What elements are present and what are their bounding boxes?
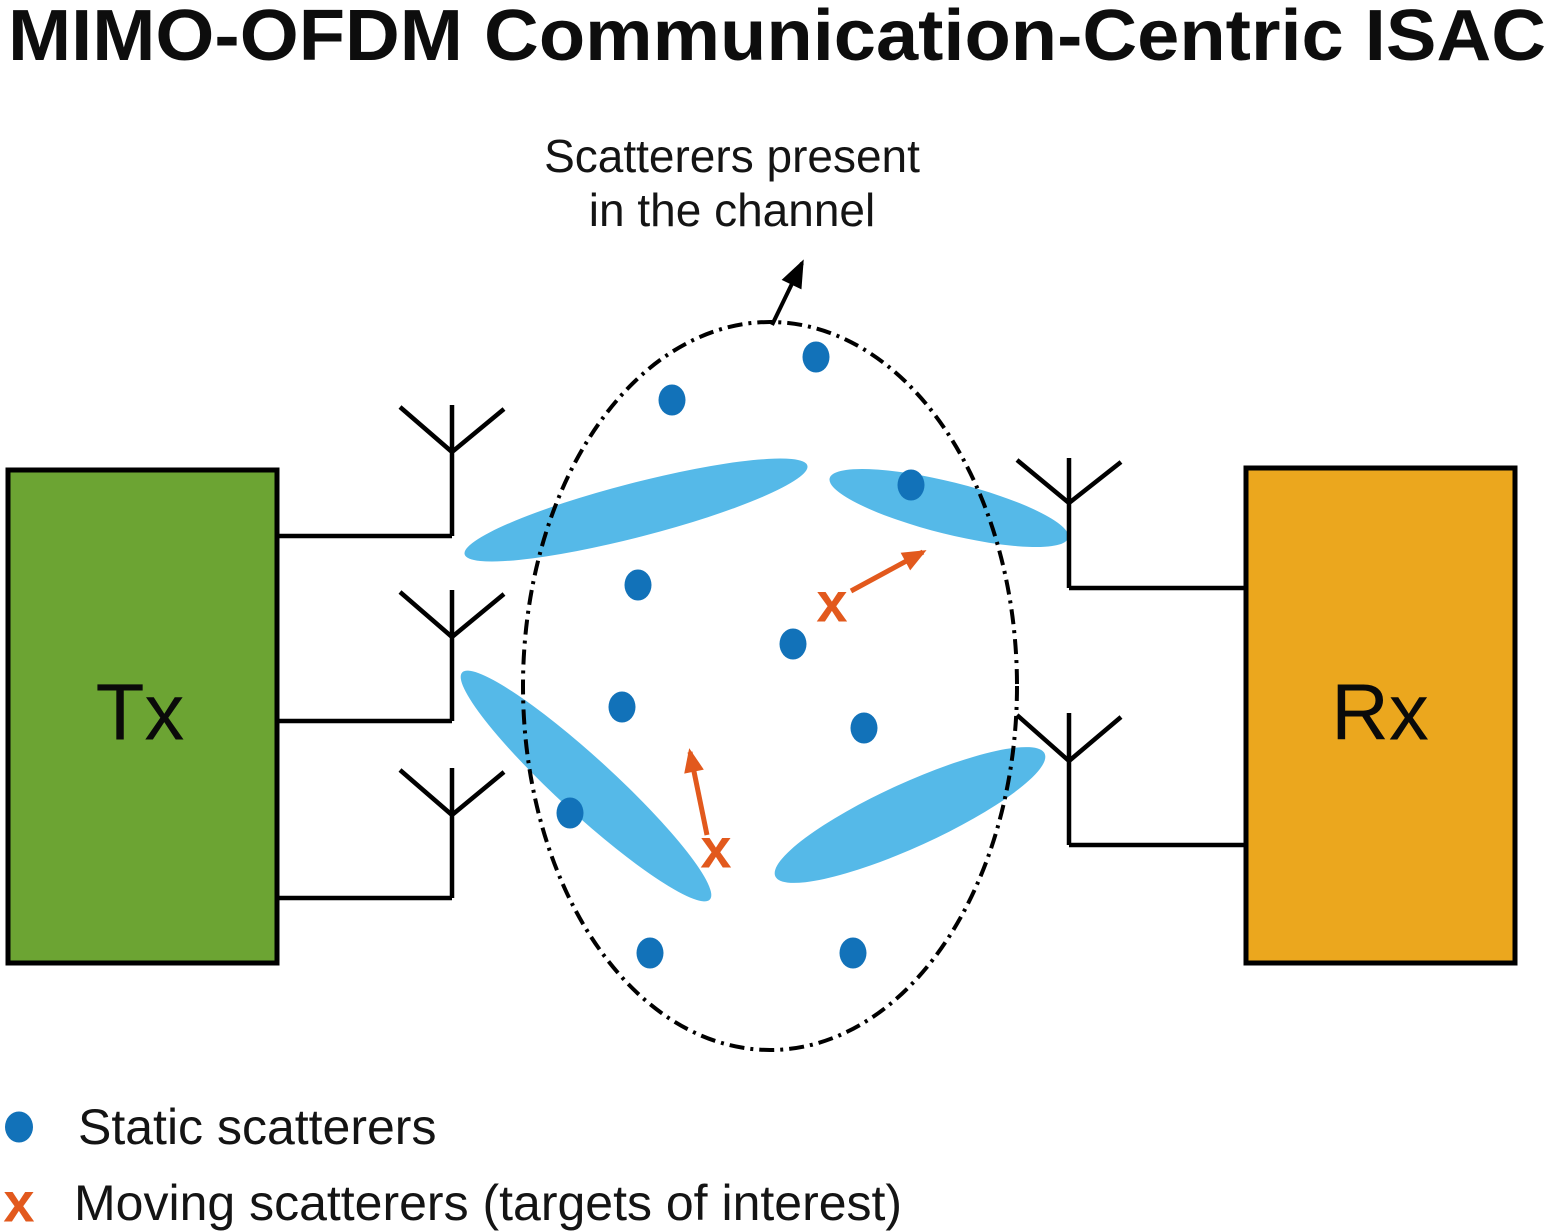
static-scatterer-dot bbox=[850, 712, 878, 744]
scatterer-cluster-ellipse bbox=[460, 670, 712, 902]
static-scatterer-dot bbox=[636, 937, 664, 969]
scatterer-cluster-ellipse bbox=[774, 747, 1046, 883]
legend-moving-x-icon: x bbox=[3, 1171, 34, 1231]
scatterer-cluster-ellipse bbox=[464, 458, 808, 562]
channel-label-arrow bbox=[770, 259, 804, 326]
rx-box-label: Rx bbox=[1331, 668, 1429, 757]
rx-block: Rx bbox=[1015, 458, 1518, 966]
static-scatterer-dot bbox=[658, 384, 686, 416]
page-title: MIMO-OFDM Communication-Centric ISAC bbox=[8, 0, 1546, 76]
static-scatterer-dot bbox=[802, 341, 830, 373]
channel-label-line2: in the channel bbox=[589, 184, 875, 236]
legend-moving-label: Moving scatterers (targets of interest) bbox=[74, 1175, 902, 1231]
channel-label-line1: Scatterers present bbox=[544, 130, 920, 182]
channel-label: Scatterers present in the channel bbox=[544, 130, 920, 236]
static-scatterer-dot bbox=[839, 937, 867, 969]
static-scatterer-layer bbox=[556, 341, 925, 969]
moving-scatterer-arrow bbox=[849, 549, 927, 594]
tx-box bbox=[5, 467, 280, 966]
channel-boundary-ellipse bbox=[521, 320, 1019, 1052]
static-scatterer-dot bbox=[608, 691, 636, 723]
moving-scatterer-layer: xx bbox=[684, 549, 927, 880]
tx-antenna-icon bbox=[277, 768, 506, 901]
rx-antenna-icon bbox=[1015, 458, 1246, 591]
rx-antenna-icon bbox=[1015, 713, 1246, 848]
channel-boundary-layer bbox=[521, 320, 1019, 1052]
static-scatterer-dot bbox=[897, 469, 925, 501]
static-scatterer-dot bbox=[779, 628, 807, 660]
tx-box-label: Tx bbox=[96, 668, 185, 757]
tx-antenna-icon bbox=[277, 590, 506, 724]
legend: Static scatterers x Moving scatterers (t… bbox=[3, 1099, 902, 1231]
static-scatterer-dot bbox=[556, 797, 584, 829]
moving-scatterer-arrow bbox=[684, 748, 710, 836]
rx-box bbox=[1243, 465, 1518, 966]
tx-antenna-icon bbox=[277, 405, 506, 539]
moving-scatterer-x-icon: x bbox=[816, 571, 847, 634]
tx-block: Tx bbox=[5, 405, 506, 966]
cluster-layer bbox=[460, 458, 1069, 902]
legend-static-dot-icon bbox=[5, 1111, 33, 1143]
static-scatterer-dot bbox=[624, 569, 652, 601]
legend-static-label: Static scatterers bbox=[78, 1099, 436, 1155]
scatterer-cluster-ellipse bbox=[829, 468, 1069, 548]
